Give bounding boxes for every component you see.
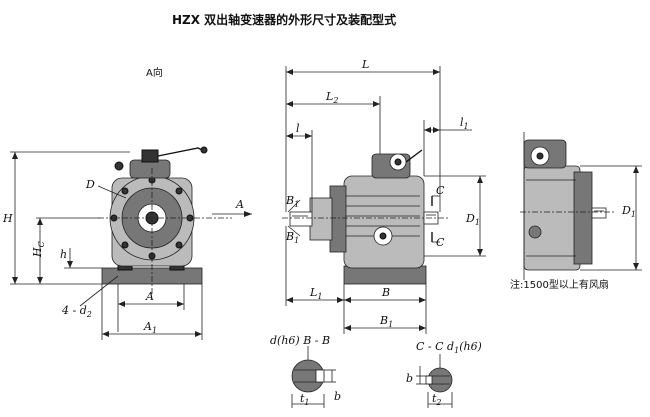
section-C-b: b bbox=[406, 372, 413, 385]
section-C-C: C - C d1(h6) b t2 bbox=[406, 340, 482, 408]
note-fan: 注:1500型以上有风扇 bbox=[510, 278, 609, 291]
section-C-marks: C C bbox=[431, 184, 445, 249]
side-housing bbox=[343, 175, 425, 269]
section-C-t2: t2 bbox=[432, 392, 442, 407]
view-label: A向 bbox=[146, 66, 163, 79]
dim-B1: B1 bbox=[344, 314, 426, 331]
section-B-B: d(h6) B - B b t1 bbox=[270, 334, 341, 408]
section-B-title: d(h6) B - B bbox=[270, 334, 330, 347]
label-D1: D1 bbox=[465, 212, 480, 227]
dim-B: B bbox=[344, 284, 427, 334]
right-drain bbox=[528, 225, 542, 239]
dim-l1: l1 bbox=[423, 116, 472, 176]
dim-L2: L2 bbox=[286, 90, 381, 154]
right-housing bbox=[523, 165, 581, 271]
label-A-arrow: A bbox=[235, 198, 244, 211]
label-B1-top: B1 bbox=[285, 194, 299, 209]
label-L1: L1 bbox=[309, 286, 322, 301]
side-left-shaft bbox=[289, 211, 313, 227]
section-B-b: b bbox=[334, 390, 341, 403]
side-motor-end bbox=[309, 197, 333, 241]
left-bolts bbox=[110, 176, 194, 260]
left-lever-knob bbox=[200, 146, 208, 154]
right-shaft bbox=[591, 207, 607, 219]
side-view bbox=[282, 149, 448, 285]
section-B-key bbox=[315, 369, 325, 383]
dim-h: h bbox=[60, 248, 102, 269]
right-top-dial-center bbox=[536, 152, 544, 160]
view-arrow-A: A bbox=[212, 198, 252, 217]
side-lever bbox=[405, 149, 423, 163]
dim-A1: A1 bbox=[101, 284, 203, 340]
label-C-top: C bbox=[436, 184, 445, 197]
dim-B1-top: B1 B1 bbox=[285, 194, 301, 245]
dim-D: D bbox=[85, 178, 127, 199]
dim-Hc: HC bbox=[31, 217, 100, 284]
left-top-cap bbox=[141, 149, 159, 163]
left-top-box bbox=[129, 159, 171, 179]
right-view bbox=[520, 132, 614, 280]
label-4d2: 4 - d2 bbox=[61, 304, 92, 319]
section-B-t1: t1 bbox=[300, 392, 310, 407]
right-flange bbox=[573, 171, 593, 265]
side-top-dial-center bbox=[394, 158, 402, 166]
label-D: D bbox=[85, 178, 95, 191]
dim-D1-right: D1 bbox=[580, 165, 642, 271]
label-l1: l1 bbox=[460, 116, 469, 131]
side-boss-center bbox=[379, 232, 387, 240]
label-B1-bottom: B1 bbox=[285, 230, 299, 245]
label-H: H bbox=[2, 212, 13, 225]
section-C-key bbox=[425, 375, 433, 385]
side-base bbox=[343, 265, 427, 285]
label-A: A bbox=[145, 290, 154, 303]
dim-H: H bbox=[2, 151, 130, 285]
label-D1-right: D1 bbox=[621, 204, 636, 219]
dim-4d2: 4 - d2 bbox=[61, 275, 119, 319]
dim-A: A bbox=[117, 284, 185, 332]
dim-L: L bbox=[285, 58, 441, 212]
label-l: l bbox=[296, 122, 300, 135]
dim-l: l bbox=[286, 122, 313, 212]
label-L: L bbox=[361, 58, 369, 71]
label-B: B bbox=[381, 286, 390, 299]
left-end-view bbox=[98, 146, 232, 296]
dim-D1: D1 bbox=[424, 175, 486, 257]
label-h: h bbox=[60, 248, 67, 261]
section-C-title: C - C d1(h6) bbox=[416, 340, 482, 355]
drawing-title: HZX 双出轴变速器的外形尺寸及装配型式 bbox=[172, 12, 396, 27]
label-L2: L2 bbox=[325, 90, 338, 105]
label-Hc: HC bbox=[31, 241, 46, 258]
label-A1: A1 bbox=[143, 320, 157, 335]
label-C-bottom: C bbox=[436, 236, 445, 249]
left-knob bbox=[114, 161, 124, 171]
left-lever bbox=[157, 147, 207, 157]
label-B1: B1 bbox=[379, 314, 393, 329]
dim-L1: L1 bbox=[285, 226, 345, 334]
